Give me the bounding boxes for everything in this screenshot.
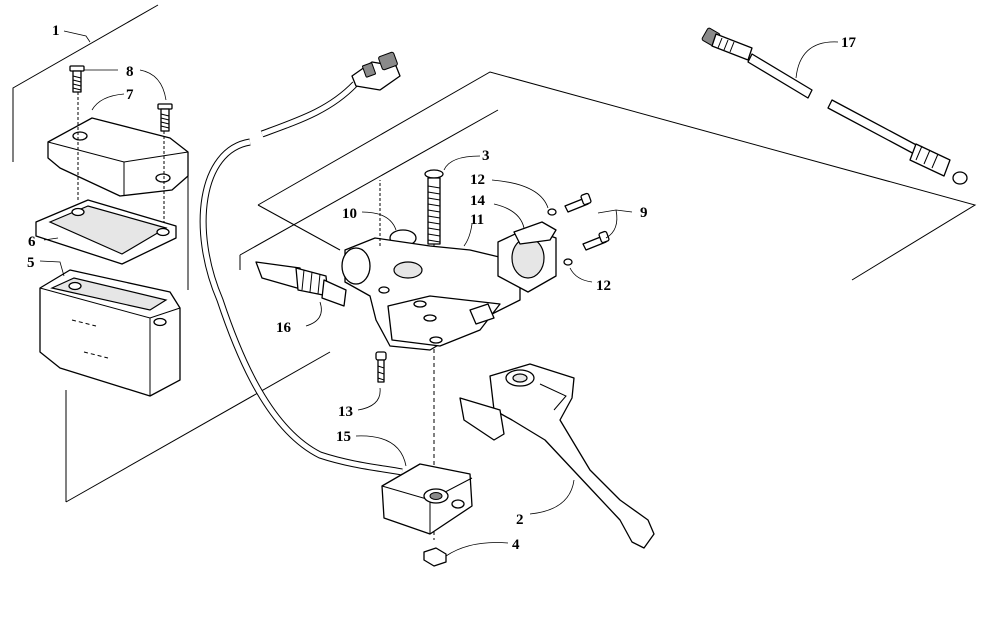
callout-2: 2 (516, 512, 524, 528)
lever-pivot-screw (375, 351, 387, 383)
callout-5: 5 (27, 255, 35, 271)
master-cylinder-group-outline (239, 71, 977, 281)
brake-lever (459, 363, 655, 549)
callout-3: 3 (482, 148, 490, 164)
callout-12-upper: 12 (470, 172, 485, 188)
reservoir-diaphragm (35, 199, 177, 265)
callout-7: 7 (126, 87, 134, 103)
callout-14: 14 (470, 193, 486, 209)
master-cylinder-housing (341, 180, 557, 351)
reservoir-group-bracket (12, 4, 331, 503)
lock-washer-upper (547, 208, 557, 216)
reservoir-body (39, 269, 181, 397)
callout-6: 6 (28, 234, 36, 250)
electrical-connector (351, 51, 401, 91)
callout-leaders (39, 30, 839, 557)
lock-washer-lower (563, 258, 573, 266)
callout-11: 11 (470, 212, 484, 228)
callout-12-lower: 12 (596, 278, 611, 294)
callout-labels: 1 2 3 4 5 6 7 8 9 10 11 12 12 13 14 15 1… (27, 23, 857, 553)
callout-13: 13 (338, 404, 353, 420)
reservoir-cover-screw (69, 65, 173, 132)
switch-housing (381, 463, 473, 535)
callout-15: 15 (336, 429, 351, 445)
bracket-screw (564, 192, 610, 251)
callout-17: 17 (841, 35, 857, 51)
callout-1: 1 (52, 23, 60, 39)
callout-9: 9 (640, 205, 648, 221)
switch-bracket (513, 221, 557, 245)
brake-light-switch (255, 261, 347, 307)
throttle-cable (701, 27, 968, 185)
callout-4: 4 (512, 537, 520, 553)
callout-8: 8 (126, 64, 134, 80)
callout-16: 16 (276, 320, 292, 336)
callout-10: 10 (342, 206, 357, 222)
brake-hose (199, 81, 403, 476)
lock-nut (423, 547, 447, 567)
